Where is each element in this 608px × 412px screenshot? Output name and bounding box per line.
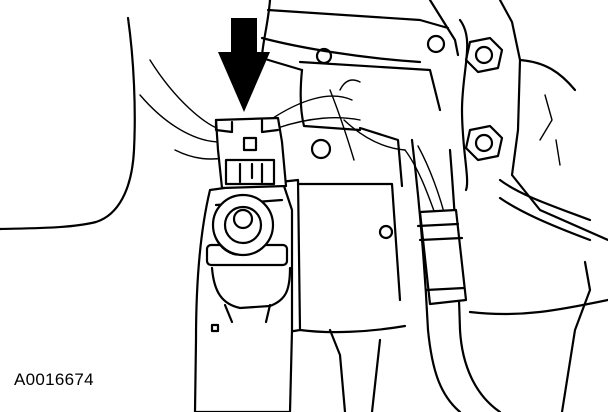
wiring-harness xyxy=(139,59,447,223)
mounting-bracket xyxy=(278,126,407,412)
vacuum-hose xyxy=(410,138,592,412)
figure-code: A0016674 xyxy=(14,370,94,389)
right-flange-bolts xyxy=(426,0,608,242)
lower-frame xyxy=(370,260,608,412)
sensor-housing xyxy=(193,178,294,412)
down-arrow-icon xyxy=(218,18,270,112)
electrical-connector xyxy=(214,116,288,190)
left-panel-contour xyxy=(0,16,136,231)
upper-bracket xyxy=(260,0,460,160)
